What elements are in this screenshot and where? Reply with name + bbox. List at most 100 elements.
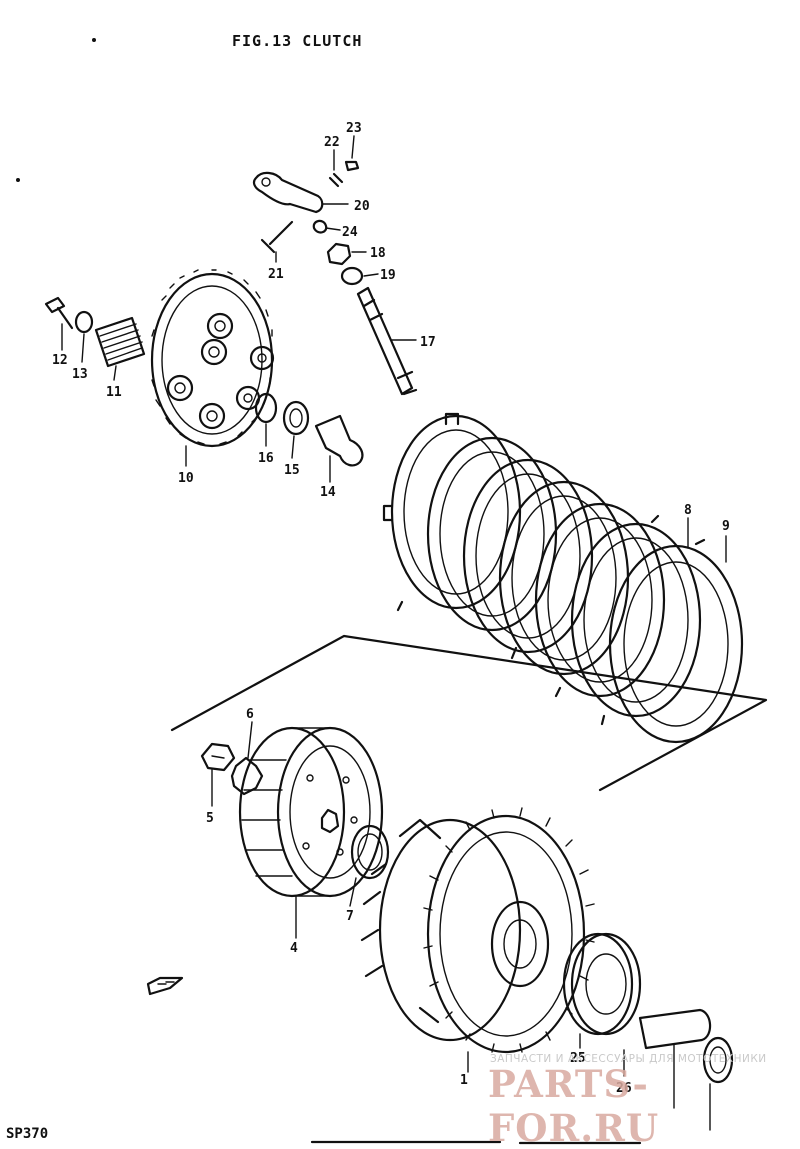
sleeve-hub-splines <box>241 759 293 877</box>
spring-part-11 <box>94 316 146 368</box>
gear-part-25-front <box>570 932 642 1036</box>
callout-18: 18 <box>370 246 386 261</box>
leader-15 <box>291 435 295 459</box>
nut-part-5 <box>200 742 236 772</box>
gear-part-25 <box>562 932 634 1036</box>
group-bracket-outline <box>170 634 768 792</box>
front-arrow-icon <box>146 976 184 996</box>
push-rod-rings <box>362 298 418 396</box>
arm-hole <box>261 177 271 187</box>
gear-part-25-bore <box>585 953 627 1015</box>
plate-teeth <box>151 269 273 445</box>
clutch-housing-group <box>360 807 734 1131</box>
housing-fingers <box>360 862 388 978</box>
callout-labels: 1 4 5 6 7 8 9 10 11 12 13 14 15 16 17 18… <box>52 121 730 1096</box>
leader-19 <box>363 273 379 277</box>
callout-12: 12 <box>52 353 68 368</box>
nut-face <box>211 755 225 759</box>
leader-6 <box>247 721 253 759</box>
bolt-part-12 <box>44 296 74 330</box>
boss-hole <box>214 320 226 332</box>
callout-21: 21 <box>268 267 284 282</box>
pin-part-23 <box>344 160 360 172</box>
pressure-plate-inner <box>161 285 263 435</box>
housing-gear-teeth <box>423 807 595 1053</box>
bolt-part-21 <box>260 220 294 254</box>
callout-23: 23 <box>346 121 362 136</box>
friction-plate <box>534 502 666 698</box>
scan-edge-line <box>310 1140 642 1145</box>
spring-coils <box>99 323 143 361</box>
speck <box>92 38 96 42</box>
watermark-caption: ЗАПЧАСТИ И АКСЕССУАРЫ ДЛЯ МОТОТЕХНИКИ <box>490 1053 767 1065</box>
friction-plate-inner <box>623 561 729 727</box>
boss <box>198 402 226 430</box>
leader-7 <box>349 877 357 907</box>
steel-plate-inner <box>583 537 689 703</box>
leader-24 <box>325 227 341 231</box>
thrust-washer-part-7 <box>350 824 390 880</box>
boss <box>166 374 194 402</box>
hub-hole <box>306 774 314 782</box>
callout-13: 13 <box>72 367 88 382</box>
callout-16: 16 <box>258 451 274 466</box>
housing-gear-part-1 <box>426 814 586 1054</box>
callout-25: 25 <box>570 1051 586 1066</box>
front-arrow-hatch <box>157 981 175 985</box>
callout-24: 24 <box>342 225 358 240</box>
callout-8: 8 <box>684 503 692 518</box>
pin-part-22 <box>328 172 344 188</box>
release-arm-part-20 <box>252 171 324 214</box>
housing-basket <box>378 818 522 1042</box>
housing-primary-drive-gear <box>490 900 550 988</box>
push-rod-part-17 <box>356 286 414 396</box>
callout-7: 7 <box>346 909 354 924</box>
washer-part-19 <box>340 266 364 286</box>
boss <box>249 345 275 371</box>
leader-11 <box>113 365 117 381</box>
callout-11: 11 <box>106 385 122 400</box>
figure-code: SP370 <box>6 1126 49 1142</box>
callout-19: 19 <box>380 268 396 283</box>
housing-gear-inner <box>439 831 573 1037</box>
callout-6: 6 <box>246 707 254 722</box>
callout-5: 5 <box>206 811 214 826</box>
clutch-plate-stack <box>382 412 744 744</box>
leader-23 <box>351 135 355 159</box>
washer-part-13 <box>74 310 94 334</box>
boss-hole <box>243 393 253 403</box>
friction-plate-part-9 <box>608 544 744 744</box>
boss-hole <box>257 353 267 363</box>
end-washer-inner <box>709 1046 727 1074</box>
callout-20: 20 <box>354 199 370 214</box>
bearing-inner <box>289 408 303 428</box>
watermark-logo: PARTS-FOR.RU <box>488 1062 660 1149</box>
callout-15: 15 <box>284 463 300 478</box>
release-arm-group <box>252 135 418 396</box>
clip-part-24 <box>312 219 328 234</box>
callout-4: 4 <box>290 941 298 956</box>
end-washer <box>702 1036 734 1084</box>
callout-14: 14 <box>320 485 336 500</box>
speck <box>16 178 20 182</box>
thrust-washer-inner <box>357 833 383 871</box>
boss <box>200 338 228 366</box>
boss <box>206 312 234 340</box>
friction-plate-inner <box>547 517 653 683</box>
plate-tabs <box>382 412 706 726</box>
nut-part-18 <box>326 242 352 266</box>
spacer-part-26 <box>638 1008 712 1050</box>
lock-washer-part-6 <box>230 756 264 796</box>
hub-center-spline <box>320 808 340 834</box>
lifter-part-14 <box>314 414 364 467</box>
leader-13 <box>81 333 85 363</box>
callout-1: 1 <box>460 1073 468 1088</box>
hub-hole <box>302 842 310 850</box>
figure-title: FIG.13 CLUTCH <box>232 32 363 50</box>
boss-hole <box>208 346 220 358</box>
washer-part-16 <box>254 392 278 424</box>
steel-plate <box>426 436 558 632</box>
boss-hole <box>174 382 186 394</box>
callout-22: 22 <box>324 135 340 150</box>
